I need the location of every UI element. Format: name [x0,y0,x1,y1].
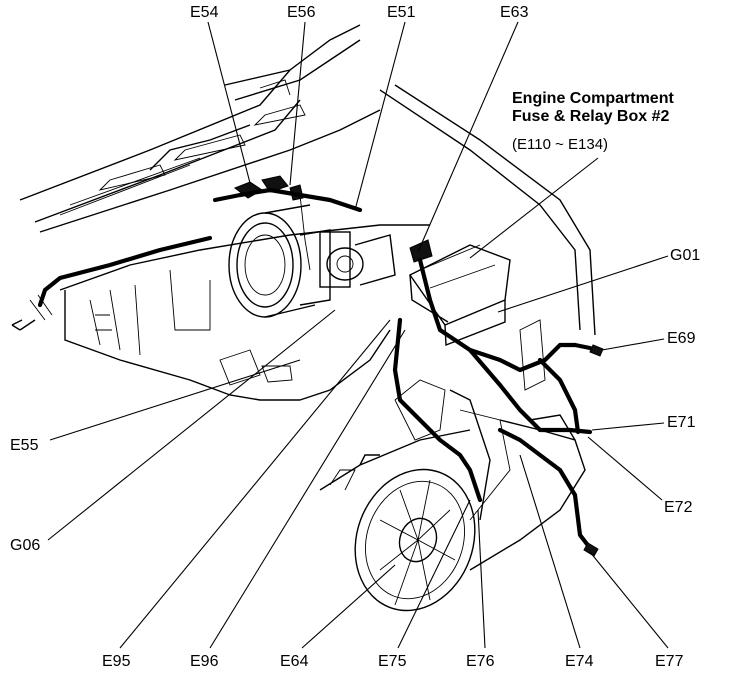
label-e95: E95 [102,653,131,670]
label-g01: G01 [670,247,701,264]
left-harness [11,235,213,331]
leader-e51 [354,21,406,211]
firewall [59,224,430,401]
leader-e77 [589,551,669,649]
radiator-support [319,429,471,491]
fuse-box-title-line1: Engine Compartment [512,90,674,107]
leader-e75 [397,499,471,649]
leader-g06 [47,309,336,541]
label-e96: E96 [190,653,219,670]
label-g06: G06 [10,537,41,554]
leader-e56 [289,21,306,186]
label-e63: E63 [500,4,529,21]
fuse-box-range: (E110 ~ E134) [512,136,609,153]
label-e54: E54 [190,4,219,21]
main-harness [392,257,604,557]
leader-e76 [477,509,486,649]
leader-g01 [497,255,669,313]
label-e69: E69 [667,330,696,347]
label-e51: E51 [387,4,416,21]
label-e74: E74 [565,653,594,670]
radiator-fan [354,468,476,612]
label-e56: E56 [287,4,316,21]
label-e72: E72 [664,499,693,516]
leader-e63 [417,21,519,253]
brake-booster [228,204,331,318]
label-e76: E76 [466,653,495,670]
leader-e72 [587,436,663,501]
leader-e71 [591,422,665,431]
leader-lines [47,21,669,649]
cowl-panel [19,24,381,233]
leader-e95 [119,319,391,649]
label-e55: E55 [10,437,39,454]
fuse-relay-box [408,239,511,347]
label-e71: E71 [667,414,696,431]
fuse-box-title: Engine Compartment Fuse & Relay Box #2 [512,90,674,126]
master-cylinder [319,231,396,288]
leader-e64 [301,564,396,649]
inner-fender [379,84,596,571]
leader-e96 [209,329,406,649]
leader-e69 [601,338,665,351]
label-e77: E77 [655,653,684,670]
leader-e74 [519,454,581,649]
label-e75: E75 [378,653,407,670]
leader-e55 [49,359,301,441]
fuse-box-title-line2: Fuse & Relay Box #2 [512,107,670,125]
leader-fuse-box [469,157,599,259]
leader-e54 [207,21,251,184]
top-connector-cluster [212,175,363,271]
label-e64: E64 [280,653,309,670]
